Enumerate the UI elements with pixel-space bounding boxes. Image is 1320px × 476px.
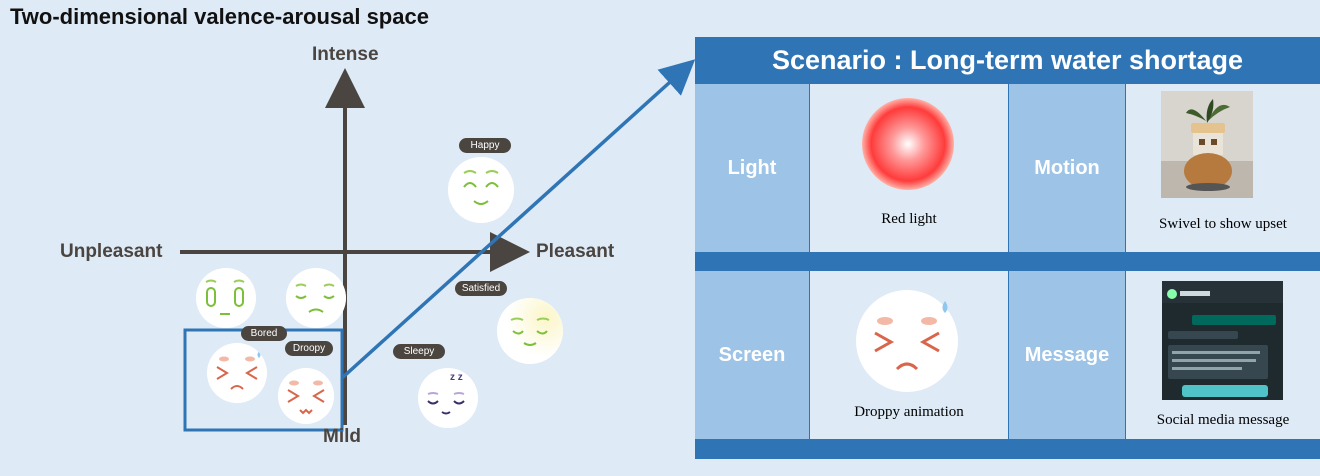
badge-satisfied: Satisfied — [455, 281, 507, 296]
happy-face-icon — [448, 157, 514, 223]
caption-droppy: Droppy animation — [854, 404, 964, 420]
axis-label-intense: Intense — [312, 44, 379, 65]
droopy-face-icon — [278, 368, 334, 424]
droopy-screen-face-icon — [856, 290, 958, 392]
axis-label-unpleasant: Unpleasant — [60, 241, 163, 262]
cell-motion: Swivel to show upset — [1126, 84, 1320, 252]
bored-face-icon — [196, 268, 256, 328]
badge-happy: Happy — [459, 138, 511, 153]
upset-face-icon — [207, 343, 267, 403]
tired-face-icon — [286, 268, 346, 328]
label-light: Light — [695, 84, 809, 252]
badge-sleepy: Sleepy — [393, 344, 445, 359]
diagram-title: Two-dimensional valence-arousal space — [10, 4, 429, 29]
label-screen: Screen — [695, 271, 809, 439]
satisfied-face-icon — [497, 298, 563, 364]
badge-bored: Bored — [241, 326, 287, 341]
axis-label-mild: Mild — [323, 426, 361, 447]
sleepy-face-icon: z z — [418, 368, 478, 428]
caption-red-light: Red light — [881, 211, 937, 227]
phone-message-screenshot — [1162, 281, 1283, 400]
cell-message: Social media message — [1126, 271, 1320, 439]
axis-label-pleasant: Pleasant — [536, 241, 615, 262]
cell-screen: Droppy animation — [810, 271, 1008, 439]
label-motion: Motion — [1009, 84, 1125, 252]
badge-droopy: Droopy — [285, 341, 333, 356]
red-light-icon — [862, 98, 954, 190]
scenario-title: Scenario : Long-term water shortage — [771, 45, 1244, 75]
caption-swivel: Swivel to show upset — [1159, 216, 1287, 232]
label-message: Message — [1009, 271, 1125, 439]
robot-plant-photo — [1161, 91, 1253, 198]
link-arrow — [340, 59, 696, 380]
cell-light: Red light — [810, 84, 1008, 252]
svg-text:z z: z z — [450, 372, 463, 383]
caption-social-media: Social media message — [1156, 412, 1290, 428]
